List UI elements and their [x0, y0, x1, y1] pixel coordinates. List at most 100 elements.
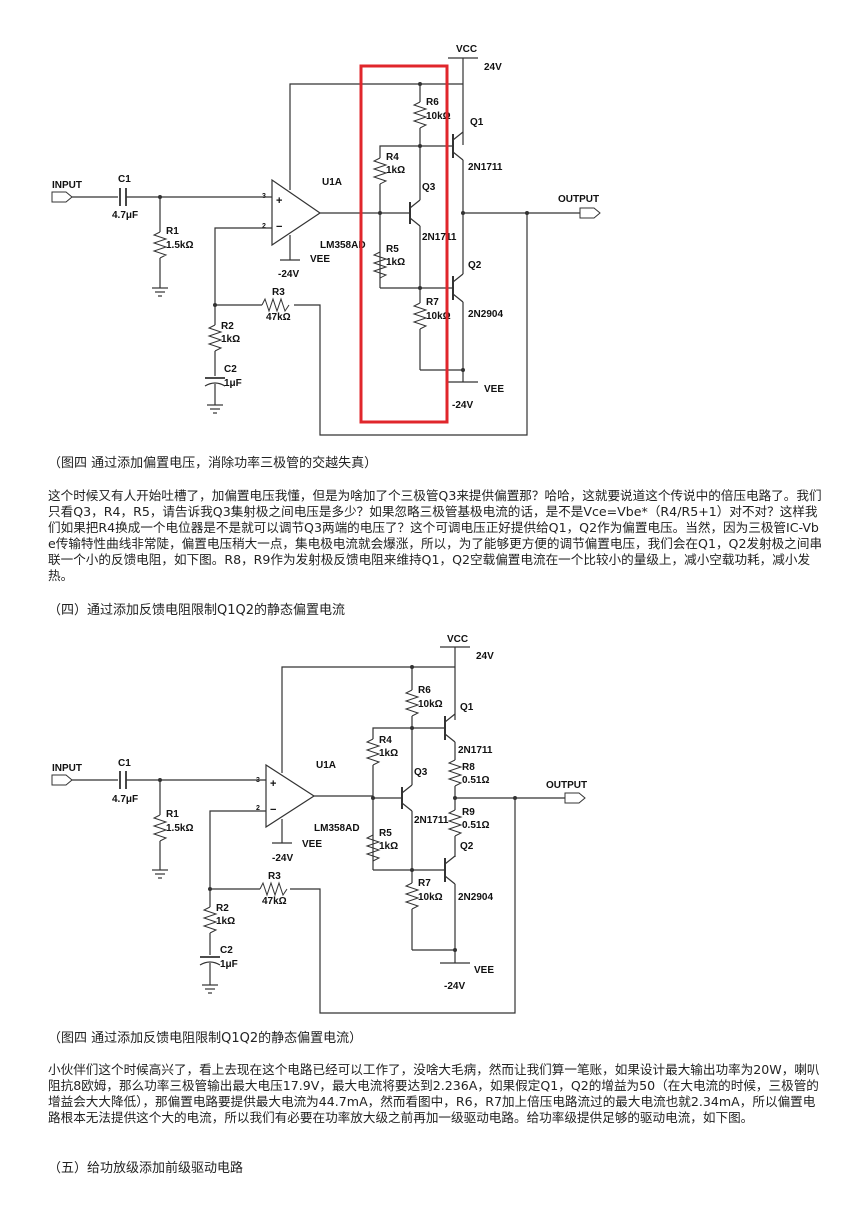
vee-rail-label: VEE: [484, 384, 504, 395]
r6-value: 10kΩ: [426, 111, 451, 122]
r1-label: R1: [166, 226, 179, 237]
vcc-voltage: 24V: [476, 651, 494, 662]
r4-resistor: [365, 738, 381, 766]
r5-resistor: [372, 251, 388, 279]
op-amp-u1a: [265, 763, 316, 829]
q3-label: Q3: [422, 182, 436, 193]
c2-label: C2: [224, 364, 237, 375]
svg-text:2: 2: [256, 805, 260, 812]
c1-value: 4.7μF: [112, 794, 138, 805]
q1-part: 2N1711: [468, 162, 503, 173]
r1-value: 1.5kΩ: [166, 823, 193, 834]
circuit-diagram-1: VCC 24V R6 10kΩ Q1 2N1711 R4 1kΩ Q3 2N17…: [0, 30, 868, 450]
r5-label: R5: [386, 244, 399, 255]
q2-part: 2N2904: [458, 892, 493, 903]
r4-value: 1kΩ: [386, 165, 405, 176]
section-heading-5: （五）给功放级添加前级驱动电路: [48, 1161, 244, 1176]
vcc-rail: VCC 24V: [448, 44, 502, 145]
r7-label: R7: [418, 878, 431, 889]
r2-label: R2: [221, 321, 234, 332]
vee-rail-voltage: -24V: [452, 400, 473, 411]
r4-value: 1kΩ: [379, 748, 398, 759]
svg-text:−: −: [276, 221, 282, 233]
lm358-label: LM358AD: [314, 823, 360, 834]
r7-value: 10kΩ: [426, 311, 451, 322]
c1-label: C1: [118, 174, 131, 185]
r5-value: 1kΩ: [379, 841, 398, 852]
q3-part: 2N1711: [414, 815, 449, 826]
q3-label: Q3: [414, 767, 428, 778]
q3-transistor: [380, 146, 421, 288]
r6-label: R6: [418, 685, 431, 696]
lm358-label: LM358AD: [320, 240, 366, 251]
neg24-label: -24V: [278, 269, 299, 280]
r8-label: R8: [462, 762, 475, 773]
vee-label: VEE: [302, 839, 322, 850]
r4-resistor: [372, 157, 388, 185]
r3-resistor: [259, 881, 288, 897]
r3-resistor: [261, 297, 290, 313]
u1a-label: U1A: [316, 760, 336, 771]
input-port-icon: [51, 774, 73, 786]
output-port-icon: [579, 207, 601, 219]
r2-value: 1kΩ: [221, 334, 240, 345]
vcc-label: VCC: [456, 44, 477, 55]
output-port-icon: [564, 792, 586, 804]
op-amp-u1a: + −: [271, 178, 380, 261]
q1-label: Q1: [470, 117, 484, 128]
r8-resistor: [447, 759, 463, 787]
r2-value: 1kΩ: [216, 916, 235, 927]
vcc-label: VCC: [447, 634, 468, 645]
r7-resistor: [412, 302, 428, 330]
vee-rail-voltage: -24V: [444, 981, 465, 992]
q3-part: 2N1711: [422, 232, 457, 243]
r1-resistor: [152, 814, 168, 842]
q2-label: Q2: [460, 841, 474, 852]
c2-label: C2: [220, 945, 233, 956]
q2-label: Q2: [468, 260, 482, 271]
r6-label: R6: [426, 97, 439, 108]
r1-resistor: [152, 231, 168, 259]
svg-text:+: +: [276, 195, 282, 207]
r9-value: 0.51Ω: [462, 820, 489, 831]
r1-value: 1.5kΩ: [166, 240, 193, 251]
r7-label: R7: [426, 297, 439, 308]
paragraph-2: 小伙伴们这个时候高兴了，看上去现在这个电路已经可以工作了，没啥大毛病，然而让我们…: [48, 1062, 820, 1125]
r6-value: 10kΩ: [418, 699, 443, 710]
c1-value: 4.7μF: [112, 210, 138, 221]
r5-resistor: [365, 834, 381, 862]
c2-value: 1μF: [224, 378, 242, 389]
c2-value: 1μF: [220, 959, 238, 970]
r5-value: 1kΩ: [386, 257, 405, 268]
r6-resistor: [412, 101, 428, 129]
figure-caption-2: （图四 通过添加反馈电阻限制Q1Q2的静态偏置电流）: [48, 1031, 363, 1046]
q1-transistor: [420, 131, 464, 210]
r2-label: R2: [216, 903, 229, 914]
r6-resistor: [404, 689, 420, 717]
c1-label: C1: [118, 758, 131, 769]
q2-part: 2N2904: [468, 309, 503, 320]
vee-rail-label: VEE: [474, 965, 494, 976]
vcc-voltage: 24V: [484, 62, 502, 73]
r8-value: 0.51Ω: [462, 775, 489, 786]
r7-resistor: [404, 882, 420, 910]
bias-circuit-highlight: [359, 64, 449, 424]
input-label: INPUT: [52, 180, 82, 191]
r3-value: 47kΩ: [262, 896, 287, 907]
r7-value: 10kΩ: [418, 892, 443, 903]
input-label: INPUT: [52, 763, 82, 774]
svg-text:−: −: [270, 804, 276, 816]
svg-text:2: 2: [262, 223, 266, 230]
vee-label: VEE: [310, 254, 330, 265]
r4-label: R4: [379, 735, 392, 746]
r3-label: R3: [268, 871, 281, 882]
neg24-label: -24V: [272, 853, 293, 864]
circuit-diagram-2: VCC 24V R6 10kΩ Q1 2N1711 R8 0.51Ω R9 0.…: [0, 625, 868, 1020]
figure-caption-1: （图四 通过添加偏置电压，消除功率三极管的交越失真）: [48, 456, 378, 471]
r2-resistor: [207, 324, 223, 352]
r3-value: 47kΩ: [266, 312, 291, 323]
input-port-icon: [51, 191, 73, 203]
r3-label: R3: [272, 287, 285, 298]
r2-resistor: [202, 906, 218, 934]
q1-part: 2N1711: [458, 745, 493, 756]
